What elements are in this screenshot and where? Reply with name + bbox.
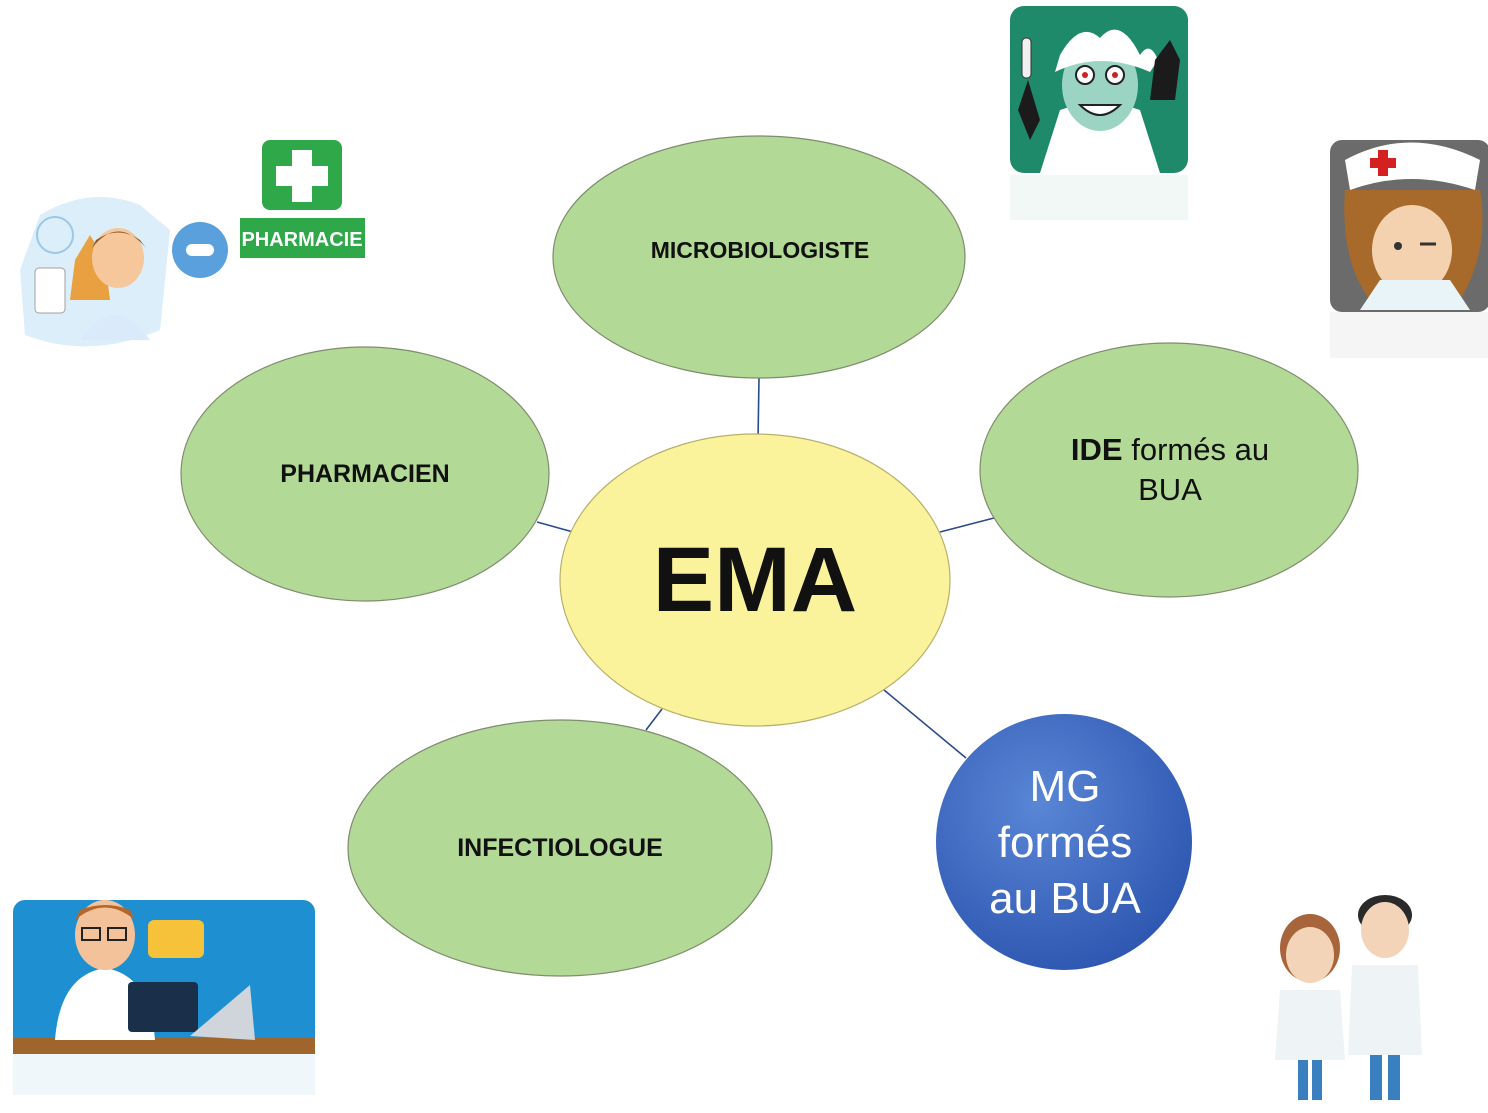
node-infectiologue: [347, 719, 773, 977]
microbiologiste-text: MICROBIOLOGISTE: [650, 236, 870, 263]
connector-mg: [883, 689, 967, 759]
center-text: EMA: [652, 528, 858, 631]
connector-pharmacien: [536, 521, 574, 533]
ide-rest: formés au: [1122, 432, 1270, 467]
connector-ide: [939, 517, 995, 533]
label-microbiologiste: MICROBIOLOGISTE: [560, 230, 960, 270]
connector-infectiologue: [645, 708, 663, 731]
label-infectiologue: INFECTIOLOGUE: [350, 828, 770, 868]
node-ide: [979, 342, 1359, 598]
label-pharmacien: PHARMACIEN: [185, 454, 545, 494]
ide-line-2: BUA: [1138, 472, 1202, 507]
doctors-pair-icon: [1222, 895, 1472, 1100]
pharmacien-text: PHARMACIEN: [280, 459, 450, 488]
scientist-icon: [1010, 6, 1188, 220]
connector-microbiologiste: [757, 377, 760, 441]
pharmacist-icon: PHARMACIE: [20, 140, 365, 347]
infectiologue-text: INFECTIOLOGUE: [457, 833, 663, 862]
mg-line-2: formés: [997, 818, 1133, 867]
node-mg: [936, 714, 1192, 970]
node-microbiologiste: [552, 135, 966, 379]
nurse-icon: [1330, 140, 1488, 358]
mg-line-3: au BUA: [989, 874, 1141, 923]
node-pharmacien: [180, 346, 550, 602]
label-mg: MG formés au BUA: [940, 758, 1190, 928]
connectors: [536, 377, 995, 759]
ide-line-1: IDE formés au: [1071, 430, 1269, 470]
node-center: [559, 433, 951, 727]
label-center: EMA: [560, 520, 950, 640]
label-ide: IDE formés au BUA: [985, 428, 1355, 512]
pharmacie-sign-text: PHARMACIE: [241, 229, 362, 251]
mg-line-1: MG: [1029, 762, 1101, 811]
ide-abbrev: IDE: [1070, 432, 1123, 467]
doctor-laptop-icon: [13, 900, 315, 1095]
